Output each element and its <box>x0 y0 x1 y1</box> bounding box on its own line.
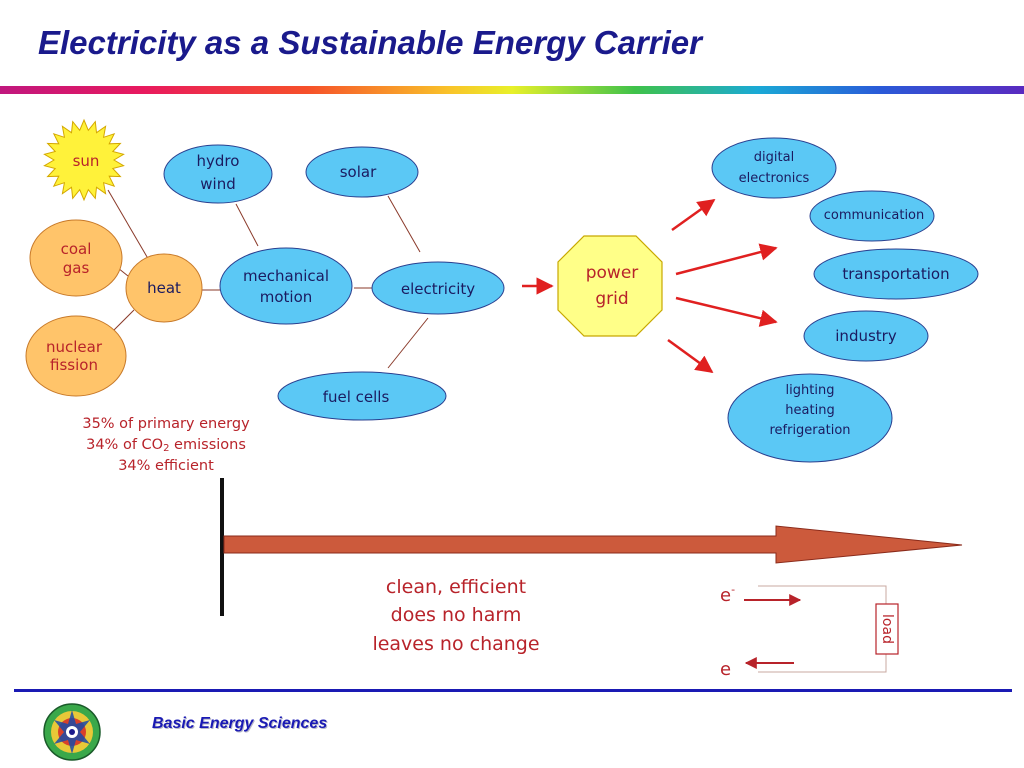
arrow-to-industry <box>675 296 778 327</box>
circuit-wire-bottom <box>758 652 887 673</box>
load-box <box>875 603 899 655</box>
arrow-to-digital-electronics <box>671 198 716 232</box>
benefit-line-2: does no harm <box>391 604 522 626</box>
power-grid-node: power grid <box>557 235 663 337</box>
sun-node: sun <box>43 118 125 202</box>
electron-in-label: e- <box>720 583 735 606</box>
progress-arrow <box>223 525 963 564</box>
communication-node: communication <box>809 190 935 242</box>
footer-organization: Basic Energy Sciences <box>152 715 328 732</box>
sun-label: sun <box>73 152 100 170</box>
fission-label: fission <box>50 356 98 374</box>
heat-node: heat <box>125 253 203 323</box>
mechanical-motion-node: mechanical motion <box>219 247 353 325</box>
solar-node: solar <box>305 146 419 198</box>
transportation-node: transportation <box>813 248 979 300</box>
nuclear-label: nuclear <box>46 338 103 356</box>
refrigeration-label: refrigeration <box>769 423 850 438</box>
hydro-wind-node: hydro wind <box>163 144 273 204</box>
note-line-3: 34% efficient <box>118 458 214 474</box>
power-grid-octagon <box>557 235 663 337</box>
fuel-cells-node: fuel cells <box>277 371 447 421</box>
electricity-node: electricity <box>371 261 505 315</box>
grid-label: grid <box>595 289 628 309</box>
sun-burst-icon <box>43 118 125 202</box>
rainbow-divider <box>0 86 1024 94</box>
digital-label: digital <box>754 150 794 165</box>
doe-logo-icon <box>43 703 101 761</box>
power-label: power <box>586 263 639 283</box>
hydro-label: hydro <box>197 152 240 170</box>
slide-title: Electricity as a Sustainable Energy Carr… <box>38 24 702 61</box>
communication-label: communication <box>824 208 925 223</box>
industry-node: industry <box>803 310 929 362</box>
benefit-line-3: leaves no change <box>372 633 539 655</box>
electricity-label: electricity <box>401 280 475 298</box>
mechanical-label: mechanical <box>243 267 329 285</box>
industry-label: industry <box>835 327 897 345</box>
digital-electronics-node: digital electronics <box>711 137 837 199</box>
benefits-text: clean, efficient does no harm leaves no … <box>372 576 539 655</box>
fuel-cells-label: fuel cells <box>323 388 390 406</box>
gas-label: gas <box>63 259 90 277</box>
solar-label: solar <box>340 163 377 181</box>
primary-energy-note: 35% of primary energy 34% of CO2 emissio… <box>56 414 276 477</box>
transportation-label: transportation <box>842 265 949 283</box>
circuit-diagram: load e- e <box>720 583 899 680</box>
load-label: load <box>879 614 895 644</box>
footer-divider <box>14 689 1012 692</box>
motion-label: motion <box>260 288 313 306</box>
note-line-2: 34% of CO2 emissions <box>86 437 246 454</box>
benefit-line-1: clean, efficient <box>386 576 526 598</box>
arrow-to-transportation <box>675 243 778 276</box>
coal-gas-node: coal gas <box>29 219 123 297</box>
wind-label: wind <box>200 175 235 193</box>
coal-label: coal <box>61 240 92 258</box>
electron-out-label: e <box>720 659 731 680</box>
nuclear-fission-node: nuclear fission <box>25 315 127 397</box>
grid-output-arrows <box>667 198 778 374</box>
heat-label: heat <box>147 279 181 297</box>
lighting-heating-refrigeration-node: lighting heating refrigeration <box>727 373 893 463</box>
heating-label: heating <box>785 403 834 418</box>
note-line-1: 35% of primary energy <box>82 416 250 432</box>
lighting-label: lighting <box>786 383 835 398</box>
electronics-label: electronics <box>739 171 810 186</box>
circuit-wire-top <box>758 585 887 604</box>
arrow-to-lighting <box>667 338 714 374</box>
